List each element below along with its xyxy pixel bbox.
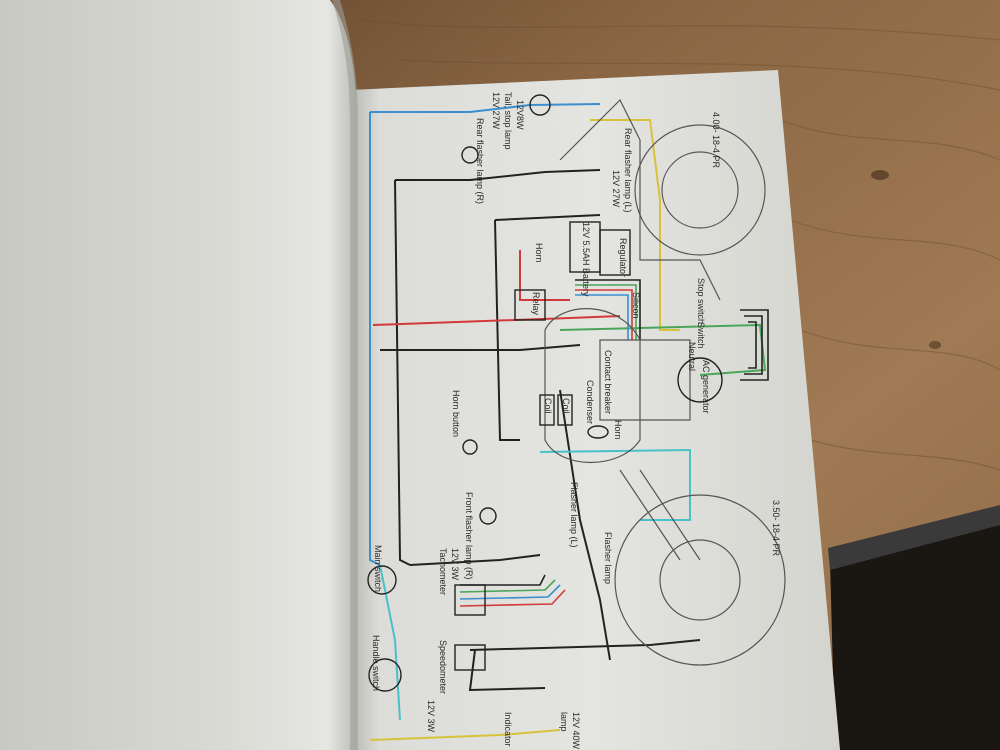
label-tire-front: 3.50- 18-4 PR xyxy=(771,500,781,557)
label-rear-flasher-l: Rear flasher lamp (L) xyxy=(623,128,633,213)
label-horn-small: Horn xyxy=(534,243,544,263)
label-indicator: Indicator xyxy=(503,712,513,747)
wire-yellow xyxy=(369,729,561,741)
label-lamp: lamp xyxy=(559,712,569,732)
engine xyxy=(599,339,691,421)
label-contact-breaker: Contact breaker xyxy=(603,350,613,415)
label-rear-flasher-l-rating: 12V 27W xyxy=(611,170,621,208)
tail-lamp xyxy=(529,94,551,116)
fork xyxy=(619,469,701,561)
horn-button xyxy=(462,439,478,455)
label-tail-rating2: 12V8W xyxy=(515,100,525,130)
label-tachometer: Tachometer xyxy=(438,548,448,596)
front-flasher-r xyxy=(479,507,497,525)
label-main-switch: Main switch xyxy=(373,545,383,593)
label-stop-switch: Stop switch xyxy=(696,278,706,325)
label-horn-button: Horn button xyxy=(451,390,461,438)
label-speedo-rating: 12V 3W xyxy=(426,700,436,733)
label-condenser: Condenser xyxy=(585,380,595,425)
right-page xyxy=(350,70,840,750)
frame xyxy=(559,98,721,301)
label-coil-l: Coil xyxy=(543,398,553,414)
label-horn: Horn xyxy=(613,420,623,440)
rear-wheel xyxy=(634,124,766,256)
regulator-box xyxy=(599,229,631,276)
page-gutter-shadow xyxy=(332,0,358,750)
label-coil-r: Coil xyxy=(561,398,571,414)
label-front-flasher-l: Flasher lamp (L) xyxy=(569,482,579,548)
label-flasher-lamp: Flasher lamp xyxy=(603,532,613,585)
wood-knot xyxy=(871,170,889,180)
label-relay: Relay xyxy=(531,292,541,316)
label-speedometer: Speedometer xyxy=(438,640,448,695)
wire-black xyxy=(559,389,611,661)
front-wheel xyxy=(614,494,786,666)
wiring-diagram xyxy=(369,103,769,741)
dark-floor xyxy=(830,520,1000,750)
wire-black xyxy=(494,214,601,441)
front-wheel-hub xyxy=(659,539,741,621)
tachometer-box xyxy=(454,584,486,616)
label-battery: 12V 5.5AH Battery xyxy=(581,222,591,297)
rear-wheel-hub xyxy=(661,151,739,229)
wire-red xyxy=(372,250,621,326)
label-tail-stop-lamp: Tail, stop lamp xyxy=(503,92,513,150)
label-silicon: Silicon xyxy=(631,292,641,319)
wood-grain xyxy=(359,19,1000,471)
ac-generator-circle xyxy=(677,357,723,403)
label-tire-rear: 4.00- 18-4 PR xyxy=(711,112,721,169)
wire-bundle xyxy=(459,279,769,607)
handle-switch-circle xyxy=(368,658,402,692)
label-regulator: Regulator xyxy=(618,238,628,278)
wire-cyan xyxy=(539,448,691,521)
label-neutral: Neutral xyxy=(687,342,697,372)
label-tacho-rating: 12V 3W xyxy=(450,548,460,581)
label-handle-switch: Handle switch xyxy=(371,635,381,692)
relay-box xyxy=(514,289,546,321)
label-rear-flasher-r: Rear flasher lamp (R) xyxy=(475,118,485,205)
wire-black xyxy=(394,169,601,566)
horn xyxy=(587,425,609,439)
main-switch-circle xyxy=(367,565,397,595)
label-lamp-rating: 12V 40W xyxy=(571,712,581,750)
fuel-tank xyxy=(544,308,641,464)
speedometer-box xyxy=(454,644,486,671)
motorcycle-outline xyxy=(544,98,786,666)
label-switch: Switch xyxy=(696,322,706,349)
label-tail-rating: 12V 27W xyxy=(491,92,501,130)
rear-flasher-r xyxy=(461,146,479,164)
coil-box xyxy=(539,394,555,426)
wire-black xyxy=(468,639,701,692)
components xyxy=(367,94,723,692)
wood-knot xyxy=(929,341,941,349)
wire-cyan xyxy=(379,564,401,721)
coil-box xyxy=(557,394,573,426)
left-page xyxy=(0,0,356,750)
book-edge xyxy=(828,505,1000,570)
wire-blue xyxy=(369,103,601,566)
wire-black xyxy=(380,344,581,351)
label-front-flasher-r: Front flasher lamp (R) xyxy=(464,492,474,580)
label-ac-generator: AC generator xyxy=(701,360,711,414)
